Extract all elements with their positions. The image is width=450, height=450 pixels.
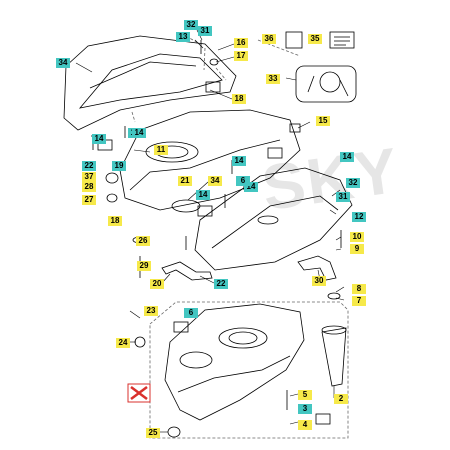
cushion xyxy=(173,321,189,333)
callout-4: 4 xyxy=(298,420,312,430)
right-cover-outline xyxy=(194,167,353,271)
tank-cap-seat xyxy=(179,351,213,369)
callout-34: 34 xyxy=(56,58,70,68)
guide-line xyxy=(94,35,301,144)
callout-8: 8 xyxy=(352,284,366,294)
cushion xyxy=(205,81,221,93)
key-set-box xyxy=(295,65,357,103)
fuel-pump xyxy=(321,327,347,387)
cushion xyxy=(267,147,283,159)
callout-3: 3 xyxy=(298,404,312,414)
callout-16: 16 xyxy=(234,38,248,48)
missing-part-mark xyxy=(127,383,151,403)
callout-14: 14 xyxy=(92,134,106,144)
grommet xyxy=(106,193,118,203)
callout-22: 22 xyxy=(214,279,228,289)
top-cover-inner xyxy=(78,53,223,109)
grommet xyxy=(105,172,119,184)
callout-15: 15 xyxy=(316,116,330,126)
cushion xyxy=(197,205,213,217)
pump-opening xyxy=(218,327,268,349)
fuel-pump-top xyxy=(321,325,347,335)
callout-24: 24 xyxy=(116,338,130,348)
tank-detail xyxy=(177,355,291,393)
callout-34: 34 xyxy=(208,176,222,186)
callout-28: 28 xyxy=(82,182,96,192)
callout-5: 5 xyxy=(298,390,312,400)
callout-36: 36 xyxy=(262,34,276,44)
callout-14: 14 xyxy=(132,128,146,138)
callout-6: 6 xyxy=(184,308,198,318)
bracket xyxy=(161,261,213,281)
callout-31: 31 xyxy=(336,192,350,202)
callout-35: 35 xyxy=(308,34,322,44)
callout-19: 19 xyxy=(112,161,126,171)
callout-30: 30 xyxy=(312,276,326,286)
callout-26: 26 xyxy=(136,236,150,246)
filler-opening xyxy=(145,141,199,163)
callout-13: 13 xyxy=(176,32,190,42)
callout-2: 2 xyxy=(334,394,348,404)
callout-33: 33 xyxy=(266,74,280,84)
callout-27: 27 xyxy=(82,195,96,205)
callout-22: 22 xyxy=(82,161,96,171)
right-cover-cap xyxy=(257,215,279,225)
callout-31: 31 xyxy=(198,26,212,36)
callout-17: 17 xyxy=(234,51,248,61)
frame-boundary xyxy=(149,301,349,439)
callout-14: 14 xyxy=(196,190,210,200)
top-cover-rib xyxy=(89,61,197,89)
callout-14: 14 xyxy=(340,152,354,162)
leader-lines xyxy=(75,29,345,433)
tank-outline xyxy=(164,303,305,421)
right-cover-detail xyxy=(211,195,339,249)
callout-14: 14 xyxy=(232,156,246,166)
manual-lines xyxy=(334,36,350,46)
bracket-right xyxy=(297,255,337,281)
manual-booklet xyxy=(329,31,355,49)
filler-ring xyxy=(171,199,201,213)
callout-18: 18 xyxy=(232,94,246,104)
callout-6: 6 xyxy=(236,176,250,186)
lock-cylinder xyxy=(319,71,341,93)
callout-11: 11 xyxy=(154,145,168,155)
callout-14: 14 xyxy=(244,182,258,192)
grommet xyxy=(134,336,146,348)
clip xyxy=(289,123,301,133)
callout-25: 25 xyxy=(146,428,160,438)
pump-opening-inner xyxy=(228,331,258,345)
nut xyxy=(209,58,219,66)
cushion xyxy=(315,413,331,425)
callout-37: 37 xyxy=(82,172,96,182)
shroud-detail xyxy=(129,139,281,191)
shroud-outline xyxy=(119,109,301,211)
callout-21: 21 xyxy=(178,176,192,186)
callout-12: 12 xyxy=(352,212,366,222)
callout-9: 9 xyxy=(350,244,364,254)
top-cover-outline xyxy=(63,35,237,131)
damper xyxy=(167,426,181,438)
callout-20: 20 xyxy=(150,279,164,289)
callout-32: 32 xyxy=(184,20,198,30)
callout-7: 7 xyxy=(352,296,366,306)
callout-32: 32 xyxy=(346,178,360,188)
key-1 xyxy=(307,75,349,97)
callout-18: 18 xyxy=(108,216,122,226)
washer xyxy=(327,292,341,300)
callout-23: 23 xyxy=(144,306,158,316)
callout-10: 10 xyxy=(350,232,364,242)
callout-29: 29 xyxy=(137,261,151,271)
lock-sticker xyxy=(285,31,303,49)
